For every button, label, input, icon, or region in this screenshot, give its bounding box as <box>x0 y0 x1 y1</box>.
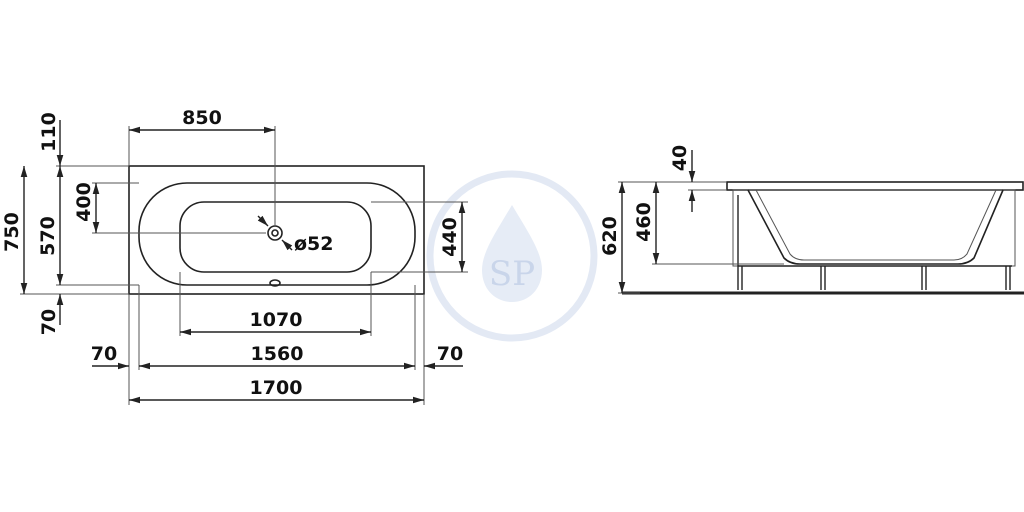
dim-400: 400 <box>73 182 95 222</box>
tub-outline <box>128 165 425 295</box>
dim-570: 570 <box>37 216 59 256</box>
dim-drain-diameter: ø52 <box>294 233 334 255</box>
tub-panel <box>732 189 1016 267</box>
tub-legs <box>737 195 1012 290</box>
overflow-icon <box>269 279 281 287</box>
dim-40: 40 <box>669 145 691 171</box>
dim-750: 750 <box>1 212 23 252</box>
tub-body-side <box>747 189 1004 265</box>
dim-440: 440 <box>439 217 461 257</box>
dim-1560: 1560 <box>251 343 304 365</box>
dim-620: 620 <box>599 216 621 256</box>
dim-70-bottom: 70 <box>38 309 60 335</box>
dim-110: 110 <box>38 112 60 152</box>
side-view: 40 460 620 <box>599 145 1024 295</box>
watermark-monogram: SP <box>489 254 535 294</box>
drain-icon <box>267 225 283 241</box>
dim-1700: 1700 <box>250 377 303 399</box>
tub-rim <box>138 182 416 286</box>
dim-850: 850 <box>182 107 222 129</box>
dim-1070: 1070 <box>250 309 303 331</box>
tub-rim-side <box>726 181 1024 191</box>
dim-460: 460 <box>633 202 655 242</box>
dim-70-right: 70 <box>437 343 463 365</box>
top-view: 850 110 750 570 400 70 ø52 440 1070 1560… <box>1 107 468 405</box>
dim-70-left: 70 <box>91 343 117 365</box>
watermark-logo: SP <box>426 170 598 342</box>
